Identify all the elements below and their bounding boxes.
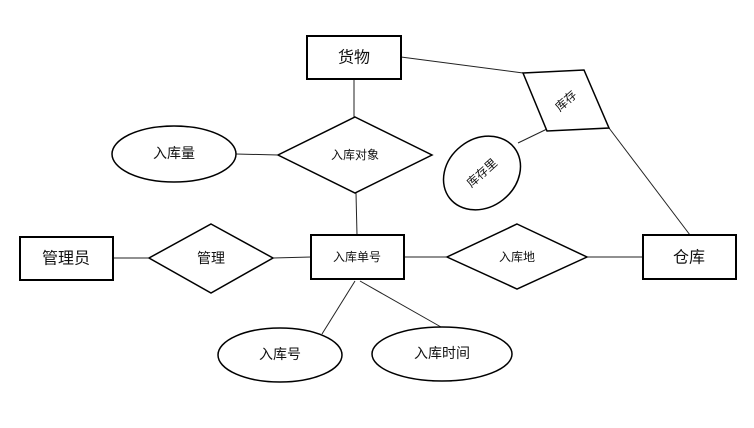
- entity-manager: 管理员: [19, 236, 114, 281]
- entity-goods-box: [306, 35, 402, 80]
- relationship-inbound-location-label: 入库地: [499, 249, 535, 264]
- relationship-manage: 管理: [147, 223, 275, 294]
- entity-goods: 货物: [306, 35, 402, 80]
- edge-inventory-warehouse: [608, 127, 691, 236]
- entity-inbound-order-no-box: [310, 234, 405, 280]
- attribute-stock-quantity-ellipse: [442, 135, 522, 211]
- attribute-inbound-number-ellipse: [217, 327, 343, 383]
- relationship-inbound-object-label: 入库对象: [331, 147, 379, 162]
- edge-manage-inbound-order-no: [272, 256, 312, 259]
- entity-warehouse-box: [642, 234, 737, 280]
- attribute-inbound-time-label: 入库时间: [414, 346, 470, 362]
- attribute-inbound-number-label: 入库号: [259, 347, 301, 363]
- edge-inbound-order-no-inbound-number: [321, 280, 356, 335]
- entity-warehouse: 仓库: [642, 234, 737, 280]
- attribute-inbound-quantity-ellipse: [111, 125, 237, 183]
- relationship-inbound-object-diamond: [276, 116, 434, 194]
- relationship-inbound-object: 入库对象: [276, 116, 434, 194]
- entity-manager-box: [19, 236, 114, 281]
- attribute-inbound-quantity: 入库量: [111, 125, 237, 183]
- entity-goods-label: 货物: [338, 48, 370, 67]
- entity-warehouse-label: 仓库: [673, 248, 705, 267]
- attribute-inbound-time: 入库时间: [371, 326, 513, 382]
- attribute-inbound-quantity-label: 入库量: [153, 146, 195, 162]
- edge-inventory-stock-quantity: [517, 128, 548, 144]
- relationship-inbound-location-diamond: [445, 223, 589, 290]
- entity-manager-label: 管理员: [42, 249, 90, 268]
- entity-inbound-order-no: 入库单号: [310, 234, 405, 280]
- edge-inbound-order-no-inbound-time: [359, 280, 442, 328]
- relationship-manage-label: 管理: [197, 251, 225, 267]
- relationship-manage-diamond: [147, 223, 275, 294]
- relationship-inventory: 库存: [521, 69, 611, 132]
- edge-goods-inventory: [400, 56, 524, 74]
- attribute-stock-quantity: 库存里: [442, 135, 522, 211]
- attribute-inbound-number: 入库号: [217, 327, 343, 383]
- attribute-inbound-time-ellipse: [371, 326, 513, 382]
- entity-inbound-order-no-label: 入库单号: [333, 249, 381, 264]
- edge-inbound-quantity-inbound-object: [235, 153, 279, 156]
- relationship-inbound-location: 入库地: [445, 223, 589, 290]
- edge-inbound-object-inbound-order-no: [355, 192, 358, 236]
- connector-lines: [113, 56, 691, 335]
- relationship-inventory-diamond: [521, 69, 611, 132]
